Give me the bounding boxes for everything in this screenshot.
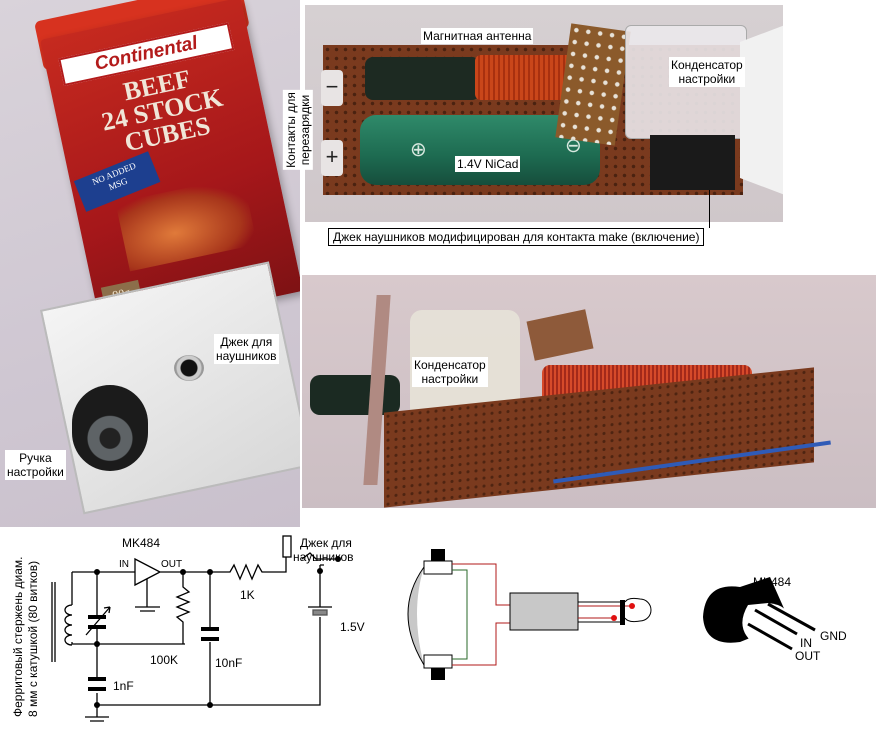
- mk484-pinout: MK484 GND IN OUT: [703, 575, 847, 663]
- photo-stock-cube-box-radio: Continental BEEF 24 STOCK CUBES NO ADDED…: [0, 0, 300, 527]
- label-line: Конденсатор: [671, 58, 743, 72]
- junction-dot: [335, 556, 341, 562]
- label-pin-out: OUT: [795, 649, 821, 663]
- pin-out: [747, 622, 793, 651]
- plug-body: [509, 592, 579, 631]
- junction-dot: [94, 702, 100, 708]
- label-ic-in: IN: [119, 559, 129, 570]
- label-tuning-capacitor: Конденсатор настройки: [669, 57, 745, 87]
- label-line: Контакты для: [283, 92, 298, 168]
- junction-dot: [180, 569, 186, 575]
- green-wire: [452, 569, 468, 660]
- red-wire: [452, 563, 510, 666]
- headphone-jack-hole: [174, 355, 204, 381]
- plug-ring: [620, 600, 625, 625]
- battery-plus-mark: ⊕: [410, 139, 427, 161]
- battery-1-5v-symbol: [312, 609, 328, 616]
- junction-dot: [207, 569, 213, 575]
- label-line: настройки: [421, 372, 479, 386]
- label-pinout-ic: MK484: [753, 575, 791, 589]
- label-line: Конденсатор: [414, 358, 486, 372]
- label-ic: MK484: [122, 536, 160, 550]
- mounting-plate: [740, 25, 783, 195]
- label-jack-line: наушников: [293, 550, 354, 564]
- label-resistor-100k: 100K: [150, 653, 178, 667]
- earpiece-cap: [431, 549, 445, 561]
- photo-circuit-side-view: Конденсатор настройки: [302, 275, 876, 508]
- charge-contact-plus: +: [321, 140, 343, 176]
- label-tuning-capacitor: Конденсатор настройки: [412, 357, 488, 387]
- junction-dot: [94, 641, 100, 647]
- label-charge-contacts: Контакты для перезарядки: [282, 90, 313, 170]
- antenna-coil: [475, 55, 575, 100]
- ground-symbol: [135, 579, 160, 612]
- jack-pointer-line: [709, 190, 710, 228]
- label-tuning-knob: Ручка настройки: [5, 450, 66, 480]
- label-rod-line: Ферритовый стержень диам.: [11, 556, 25, 717]
- label-line: настройки: [7, 465, 64, 479]
- label-battery: 1.4V NiCad: [455, 156, 521, 172]
- headphone-wiring-diagram: [407, 549, 652, 680]
- label-line: наушников: [216, 349, 277, 363]
- tuning-shaft: [310, 375, 400, 415]
- label-ferrite-rod: Ферритовый стержень диам. 8 мм с катушко…: [11, 556, 40, 717]
- junction-dot: [207, 702, 213, 708]
- variable-capacitor-arrow: [85, 606, 111, 636]
- tuning-knob: [72, 385, 148, 471]
- label-headphone-jack: Джек для наушников: [214, 334, 279, 364]
- photo-circuit-top-view: ⊕ ⊖ − + Магнитная антенна Конденсатор на…: [305, 5, 783, 222]
- ferrite-rod: [365, 57, 480, 100]
- label-ic-out: OUT: [161, 559, 182, 570]
- circuit-diagram: [51, 535, 338, 722]
- resistor-100k-symbol: [175, 572, 191, 644]
- label-rod-line: 8 мм с катушкой (80 витков): [26, 561, 40, 717]
- label-magnetic-antenna: Магнитная антенна: [421, 28, 534, 44]
- label-jack-note: Джек наушников модифицирован для контакт…: [328, 228, 705, 246]
- label-jack-line: Джек для: [300, 536, 352, 550]
- jack-switch-symbol: [301, 552, 338, 560]
- resistor-1k-symbol: [210, 557, 287, 581]
- label-line: Джек для: [220, 335, 273, 349]
- label-capacitor-1nf: 1nF: [113, 679, 134, 693]
- label-battery: 1.5V: [340, 620, 365, 634]
- schematic-area: MK484 IN OUT 100K 10nF 1K 1nF 1.5V Джек …: [11, 535, 847, 722]
- headband-inner: [417, 567, 424, 665]
- junction-dots: [94, 556, 341, 708]
- earpiece: [423, 654, 453, 669]
- pin-gnd: [767, 602, 816, 632]
- label-resistor-1k: 1K: [240, 588, 255, 602]
- headphone-jack: [650, 135, 735, 190]
- label-capacitor-10nf: 10nF: [215, 656, 242, 670]
- small-board: [526, 309, 594, 361]
- schematic-labels: MK484 IN OUT 100K 10nF 1K 1nF 1.5V Джек …: [11, 536, 365, 717]
- wire: [71, 572, 97, 645]
- pin-in: [754, 608, 798, 636]
- to92-face: [742, 603, 790, 642]
- earpiece-cap: [431, 668, 445, 680]
- headphone-plug-symbol: [282, 535, 292, 558]
- plug-tip: [578, 597, 652, 623]
- junction-dot: [94, 569, 100, 575]
- wire: [308, 589, 332, 637]
- antenna-coil-symbol: [64, 604, 73, 646]
- solder-dot: [629, 603, 635, 609]
- junction-dot: [317, 568, 323, 574]
- wire: [97, 637, 321, 706]
- label-pin-in: IN: [800, 636, 812, 650]
- label-pin-gnd: GND: [820, 629, 847, 643]
- label-line: перезарядки: [297, 94, 312, 166]
- pinout-labels: MK484 GND IN OUT: [753, 575, 847, 663]
- label-line: настройки: [678, 72, 736, 86]
- earpiece: [423, 560, 453, 575]
- charge-contact-minus: −: [321, 70, 343, 106]
- solder-dot: [611, 615, 617, 621]
- box-bottom-panel: [40, 261, 300, 515]
- label-line: Ручка: [19, 451, 52, 465]
